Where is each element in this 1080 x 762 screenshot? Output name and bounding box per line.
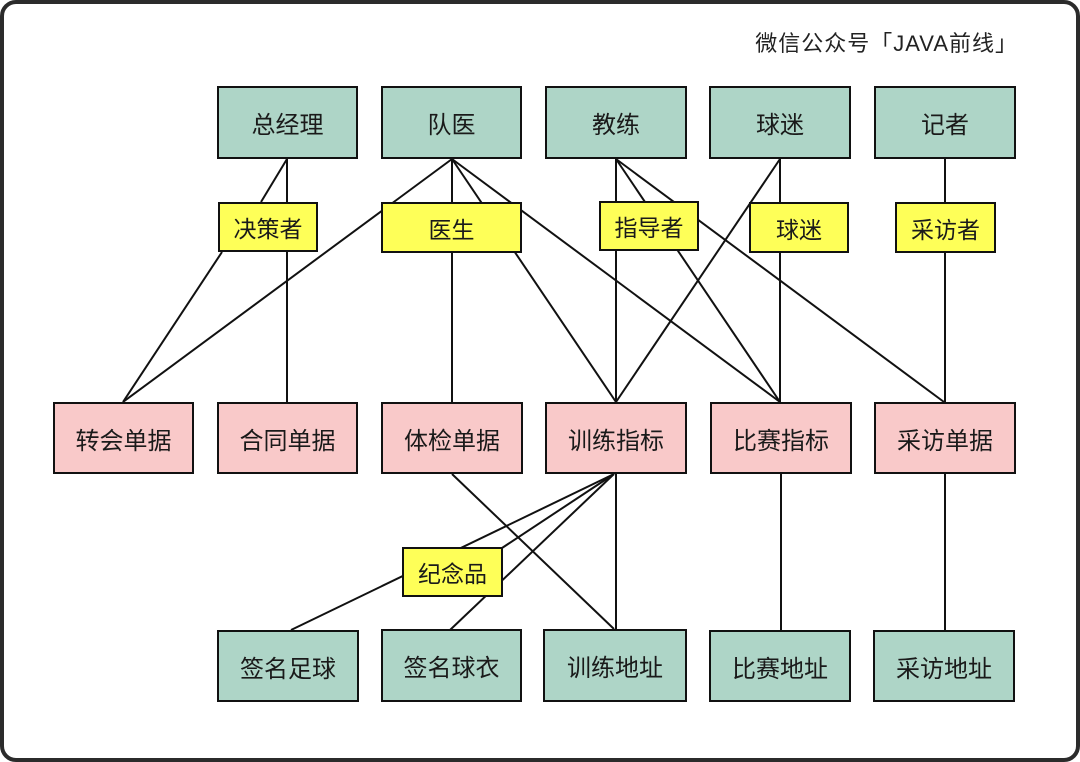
node-qianming-qiuyi: 签名球衣 (381, 629, 522, 702)
edge-duiyi-to-zhuanhui-danju (122, 158, 453, 403)
node-qiumi-entity: 球迷 (709, 86, 851, 159)
node-label-zhidaozhe: 指导者 (614, 215, 684, 241)
node-caifang-danju: 采访单据 (874, 402, 1016, 474)
node-label-qianming-zuqiu: 签名足球 (240, 655, 336, 683)
node-label-juecezhe: 决策者 (233, 216, 303, 242)
node-xunlian-dizhi: 训练地址 (543, 629, 687, 702)
node-caifangzhe: 采访者 (895, 202, 996, 253)
node-label-qiumi-role: 球迷 (776, 216, 822, 243)
node-bisai-dizhi: 比赛地址 (709, 630, 851, 702)
node-bisai-zhibiao: 比赛指标 (710, 402, 852, 474)
edge-xunlian-zhibiao-to-jinianpin (501, 473, 615, 549)
edge-qiumi-entity-to-xunlian-zhibiao (615, 158, 781, 403)
node-label-duiyi: 队医 (427, 112, 476, 139)
node-caifang-dizhi: 采访地址 (873, 630, 1015, 702)
node-label-caifang-dizhi: 采访地址 (896, 655, 992, 683)
node-label-xunlian-dizhi: 训练地址 (567, 655, 663, 682)
node-duiyi: 队医 (381, 86, 522, 159)
node-label-tijian-danju: 体检单据 (404, 427, 500, 455)
node-label-qianming-qiuyi: 签名球衣 (403, 655, 500, 682)
node-label-jiaolian: 教练 (592, 112, 640, 139)
node-qianming-zuqiu: 签名足球 (217, 630, 359, 702)
node-jiaolian: 教练 (545, 86, 687, 159)
node-label-hetong-danju: 合同单据 (239, 427, 336, 455)
edge-juecezhe-to-zhuanhui-danju (122, 251, 223, 403)
node-xunlian-zhibiao: 训练指标 (545, 402, 687, 474)
node-qiumi-role: 球迷 (749, 202, 849, 253)
node-tijian-danju: 体检单据 (381, 402, 523, 474)
node-hetong-danju: 合同单据 (217, 402, 358, 474)
node-label-caifang-danju: 采访单据 (897, 427, 993, 455)
node-juecezhe: 决策者 (218, 202, 318, 252)
node-label-bisai-dizhi: 比赛地址 (732, 655, 828, 683)
node-label-zhuanhui-danju: 转会单据 (75, 427, 172, 455)
node-jinianpin: 纪念品 (402, 547, 503, 597)
node-label-zongjingli: 总经理 (251, 112, 324, 139)
node-label-xunlian-zhibiao: 训练指标 (568, 427, 664, 455)
node-zongjingli: 总经理 (217, 86, 358, 159)
edge-duiyi-to-xunlian-zhibiao (451, 158, 617, 403)
node-label-caifangzhe: 采访者 (911, 216, 980, 243)
node-label-jizhe: 记者 (921, 112, 969, 139)
node-yisheng: 医生 (381, 202, 522, 253)
node-jizhe: 记者 (874, 86, 1016, 159)
node-label-jinianpin: 纪念品 (418, 561, 487, 587)
node-label-qiumi-entity: 球迷 (756, 112, 804, 139)
edge-xunlian-zhibiao-to-qianming-qiuyi (449, 473, 615, 631)
node-label-bisai-zhibiao: 比赛指标 (733, 427, 829, 455)
edge-zongjingli-to-juecezhe (260, 158, 288, 203)
node-label-yisheng: 医生 (428, 216, 475, 243)
watermark-text: 微信公众号「JAVA前线」 (755, 31, 1018, 56)
node-zhidaozhe: 指导者 (599, 201, 699, 251)
node-zhuanhui-danju: 转会单据 (53, 402, 194, 474)
